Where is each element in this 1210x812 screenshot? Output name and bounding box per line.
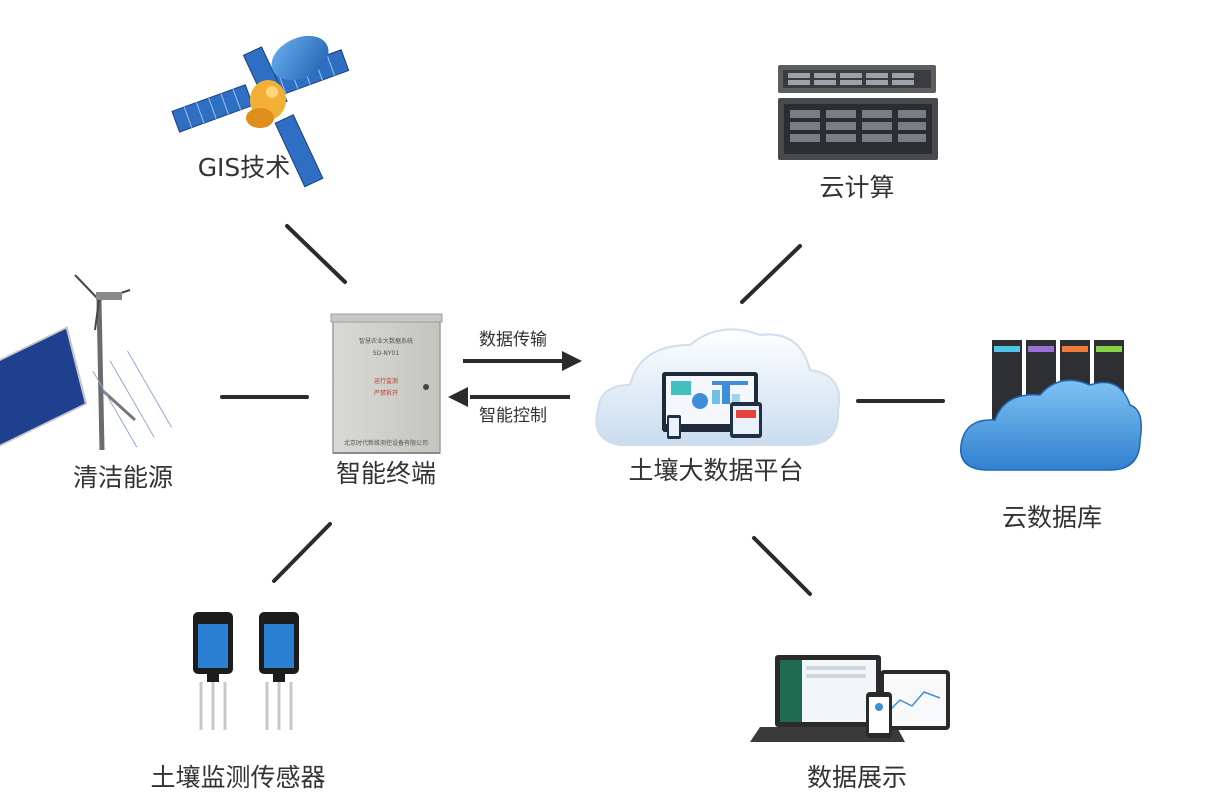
label-soil-sensor: 土壤监测传感器 [150,763,326,792]
label-platform: 土壤大数据平台 [628,456,804,485]
label-cloud-computing: 云计算 [819,173,895,202]
line-sensor-terminal [272,522,332,583]
label-clean-energy: 清洁能源 [72,463,174,492]
terminal-box-line1: 运行监测 [373,378,399,385]
terminal-box-model: SD-NY01 [372,350,400,357]
label-data-display: 数据展示 [806,763,908,792]
cloud-database-icon [960,340,1142,471]
satellite-icon [171,35,350,188]
terminal-box-line2: 严禁拆开 [373,390,399,397]
server-icon [778,65,938,160]
devices-icon [750,655,950,742]
label-smart-control: 智能控制 [479,406,547,426]
platform-cloud-icon [595,328,841,446]
connector-lines [220,224,945,596]
terminal-box-title: 智慧农业大数据系统 [358,338,414,345]
line-display-platform [752,536,812,596]
line-gis-terminal [285,224,347,284]
smart-control-arrow [448,387,570,407]
terminal-box-maker: 北京时代新维测控设备有限公司 [343,440,429,447]
label-data-transfer: 数据传输 [479,330,547,350]
line-cloudcomputing-platform [740,244,802,304]
data-transfer-arrow [463,351,582,371]
label-gis: GIS技术 [197,153,291,182]
label-cloud-database: 云数据库 [1001,503,1103,532]
label-terminal: 智能终端 [335,459,437,488]
soil-sensor-icon [193,612,299,730]
solar-wind-icon [0,274,172,452]
terminal-box-icon [330,313,443,454]
